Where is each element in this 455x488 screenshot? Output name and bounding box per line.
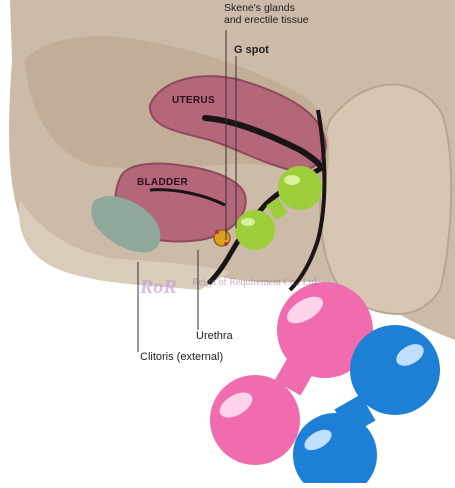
buttock bbox=[320, 85, 451, 314]
label-bladder: BLADDER bbox=[137, 177, 188, 188]
label-g-spot: G spot bbox=[234, 44, 269, 56]
label-skene-glands: Skene's glands and erectile tissue bbox=[224, 2, 309, 26]
watermark-logo: RoR bbox=[140, 276, 177, 299]
watermark-text: Reign of Requirement Co., Ltd. bbox=[192, 277, 319, 288]
label-uterus: UTERUS bbox=[172, 95, 215, 106]
label-skene-line2: and erectile tissue bbox=[224, 14, 309, 26]
label-skene-line1: Skene's glands bbox=[224, 2, 309, 14]
label-urethra: Urethra bbox=[196, 330, 233, 342]
label-clitoris: Clitoris (external) bbox=[140, 351, 223, 363]
